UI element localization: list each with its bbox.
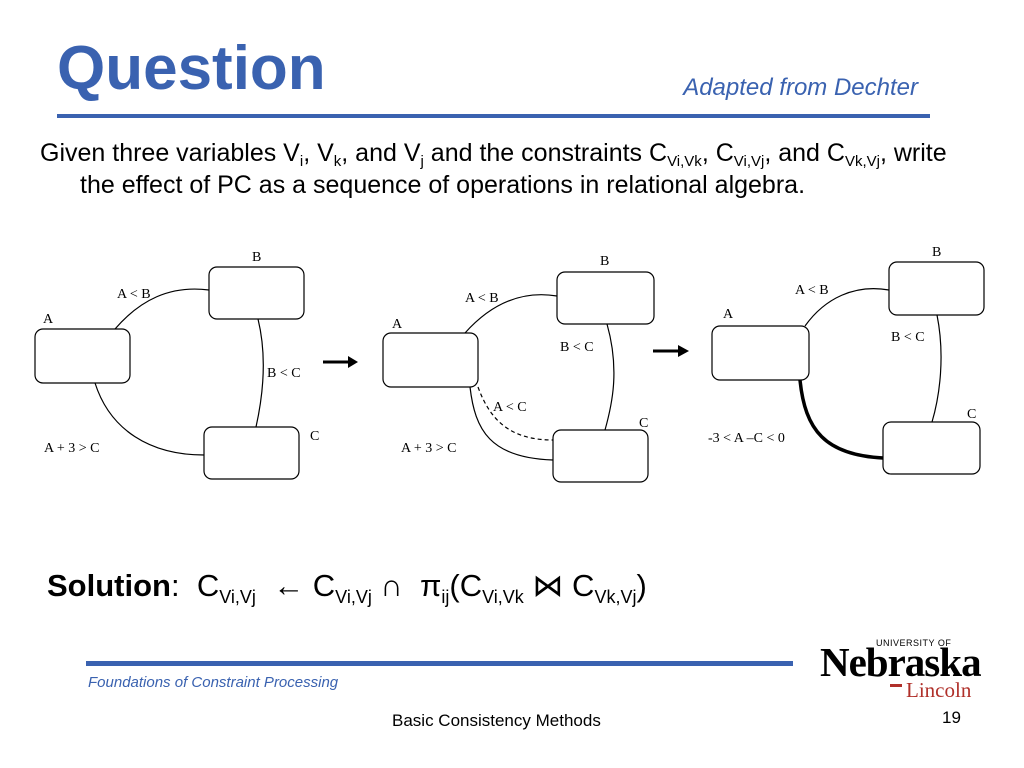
graph-1-node-b — [208, 266, 305, 320]
graph-1-edge-label-bc: B < C — [267, 366, 301, 381]
solution-formula: Solution: CVi,Vj ← CVi,Vj ∩ πij(CVi,Vk ⋈… — [47, 568, 647, 607]
footer-divider — [86, 661, 793, 666]
title-divider — [57, 114, 930, 118]
graph-3-edge-label-ac: -3 < A –C < 0 — [708, 431, 785, 446]
solution-label: Solution — [47, 568, 171, 603]
graph-2-edge-ac — [469, 386, 554, 461]
graph-3-edge-ab — [804, 288, 890, 327]
graph-3-labels: B A C A < B B < C -3 < A –C < 0 — [708, 245, 976, 446]
logo-name: Nebraska — [820, 639, 982, 685]
graph-1-edge-ac — [94, 382, 205, 456]
graph-2-labels: B A C A < B B < C A < C A + 3 > C — [392, 254, 648, 456]
join-symbol: ⋈ — [532, 568, 564, 603]
graph-2-edge-bc — [604, 323, 615, 431]
graph-2-edge-label-bc: B < C — [560, 340, 594, 355]
graph-2 — [382, 271, 655, 483]
graph-2-edge-label-ac: A + 3 > C — [401, 441, 456, 456]
graph-2-edge-ac-new — [477, 386, 554, 441]
graph-1-node-label-c: C — [310, 429, 319, 444]
graph-3-node-b — [888, 261, 985, 316]
graph-3-edge-bc — [931, 314, 942, 423]
transform-arrow-2 — [653, 345, 689, 357]
section-title: Basic Consistency Methods — [392, 711, 601, 730]
graph-2-node-c — [552, 429, 649, 483]
logo-university: UNIVERSITY OF — [876, 638, 952, 648]
transform-arrow-1 — [323, 356, 358, 368]
graph-3-edge-label-bc: B < C — [891, 330, 925, 345]
graph-1-edge-label-ac: A + 3 > C — [44, 441, 99, 456]
page-number: 19 — [942, 708, 961, 727]
question-text: Given three variables Vi, Vk, and Vj and… — [40, 139, 947, 199]
graph-3-edge-label-ab: A < B — [795, 283, 829, 298]
logo-campus: Lincoln — [906, 678, 972, 702]
intersection-symbol: ∩ — [380, 568, 403, 603]
graph-2-node-b — [556, 271, 655, 325]
graph-1-node-a — [34, 328, 131, 384]
nebraska-logo: UNIVERSITY OF Nebraska Lincoln — [814, 636, 982, 706]
graph-3-node-label-c: C — [967, 407, 976, 422]
logo-bar — [890, 684, 902, 687]
graph-1-edge-ab — [114, 288, 210, 330]
attribution: Adapted from Dechter — [683, 74, 918, 101]
graph-3-node-label-a: A — [723, 307, 734, 322]
graph-1 — [34, 266, 305, 480]
graph-1-node-c — [203, 426, 300, 480]
graph-3-edge-ac — [798, 379, 884, 460]
graph-1-node-label-b: B — [252, 250, 261, 265]
graph-2-node-label-c: C — [639, 416, 648, 431]
graph-2-edge-label-ab: A < B — [465, 291, 499, 306]
graph-1-node-label-a: A — [43, 312, 54, 327]
graph-2-edge-label-ac-new: A < C — [493, 400, 527, 415]
graph-1-edge-bc — [255, 318, 264, 428]
graph-3-node-a — [711, 325, 810, 381]
page-title: Question — [57, 34, 326, 103]
graph-3-node-c — [882, 421, 981, 475]
graph-1-edge-label-ab: A < B — [117, 287, 151, 302]
assign-arrow: ← — [273, 568, 305, 603]
course-name: Foundations of Constraint Processing — [88, 674, 339, 691]
projection-symbol: π — [420, 568, 442, 603]
graph-2-edge-ab — [464, 294, 558, 334]
graph-2-node-label-a: A — [392, 317, 403, 332]
graph-1-labels: B A C A < B B < C A + 3 > C — [43, 250, 319, 456]
graph-3 — [711, 261, 985, 475]
graph-2-node-a — [382, 332, 479, 388]
graph-3-node-label-b: B — [932, 245, 941, 260]
graph-2-node-label-b: B — [600, 254, 609, 269]
